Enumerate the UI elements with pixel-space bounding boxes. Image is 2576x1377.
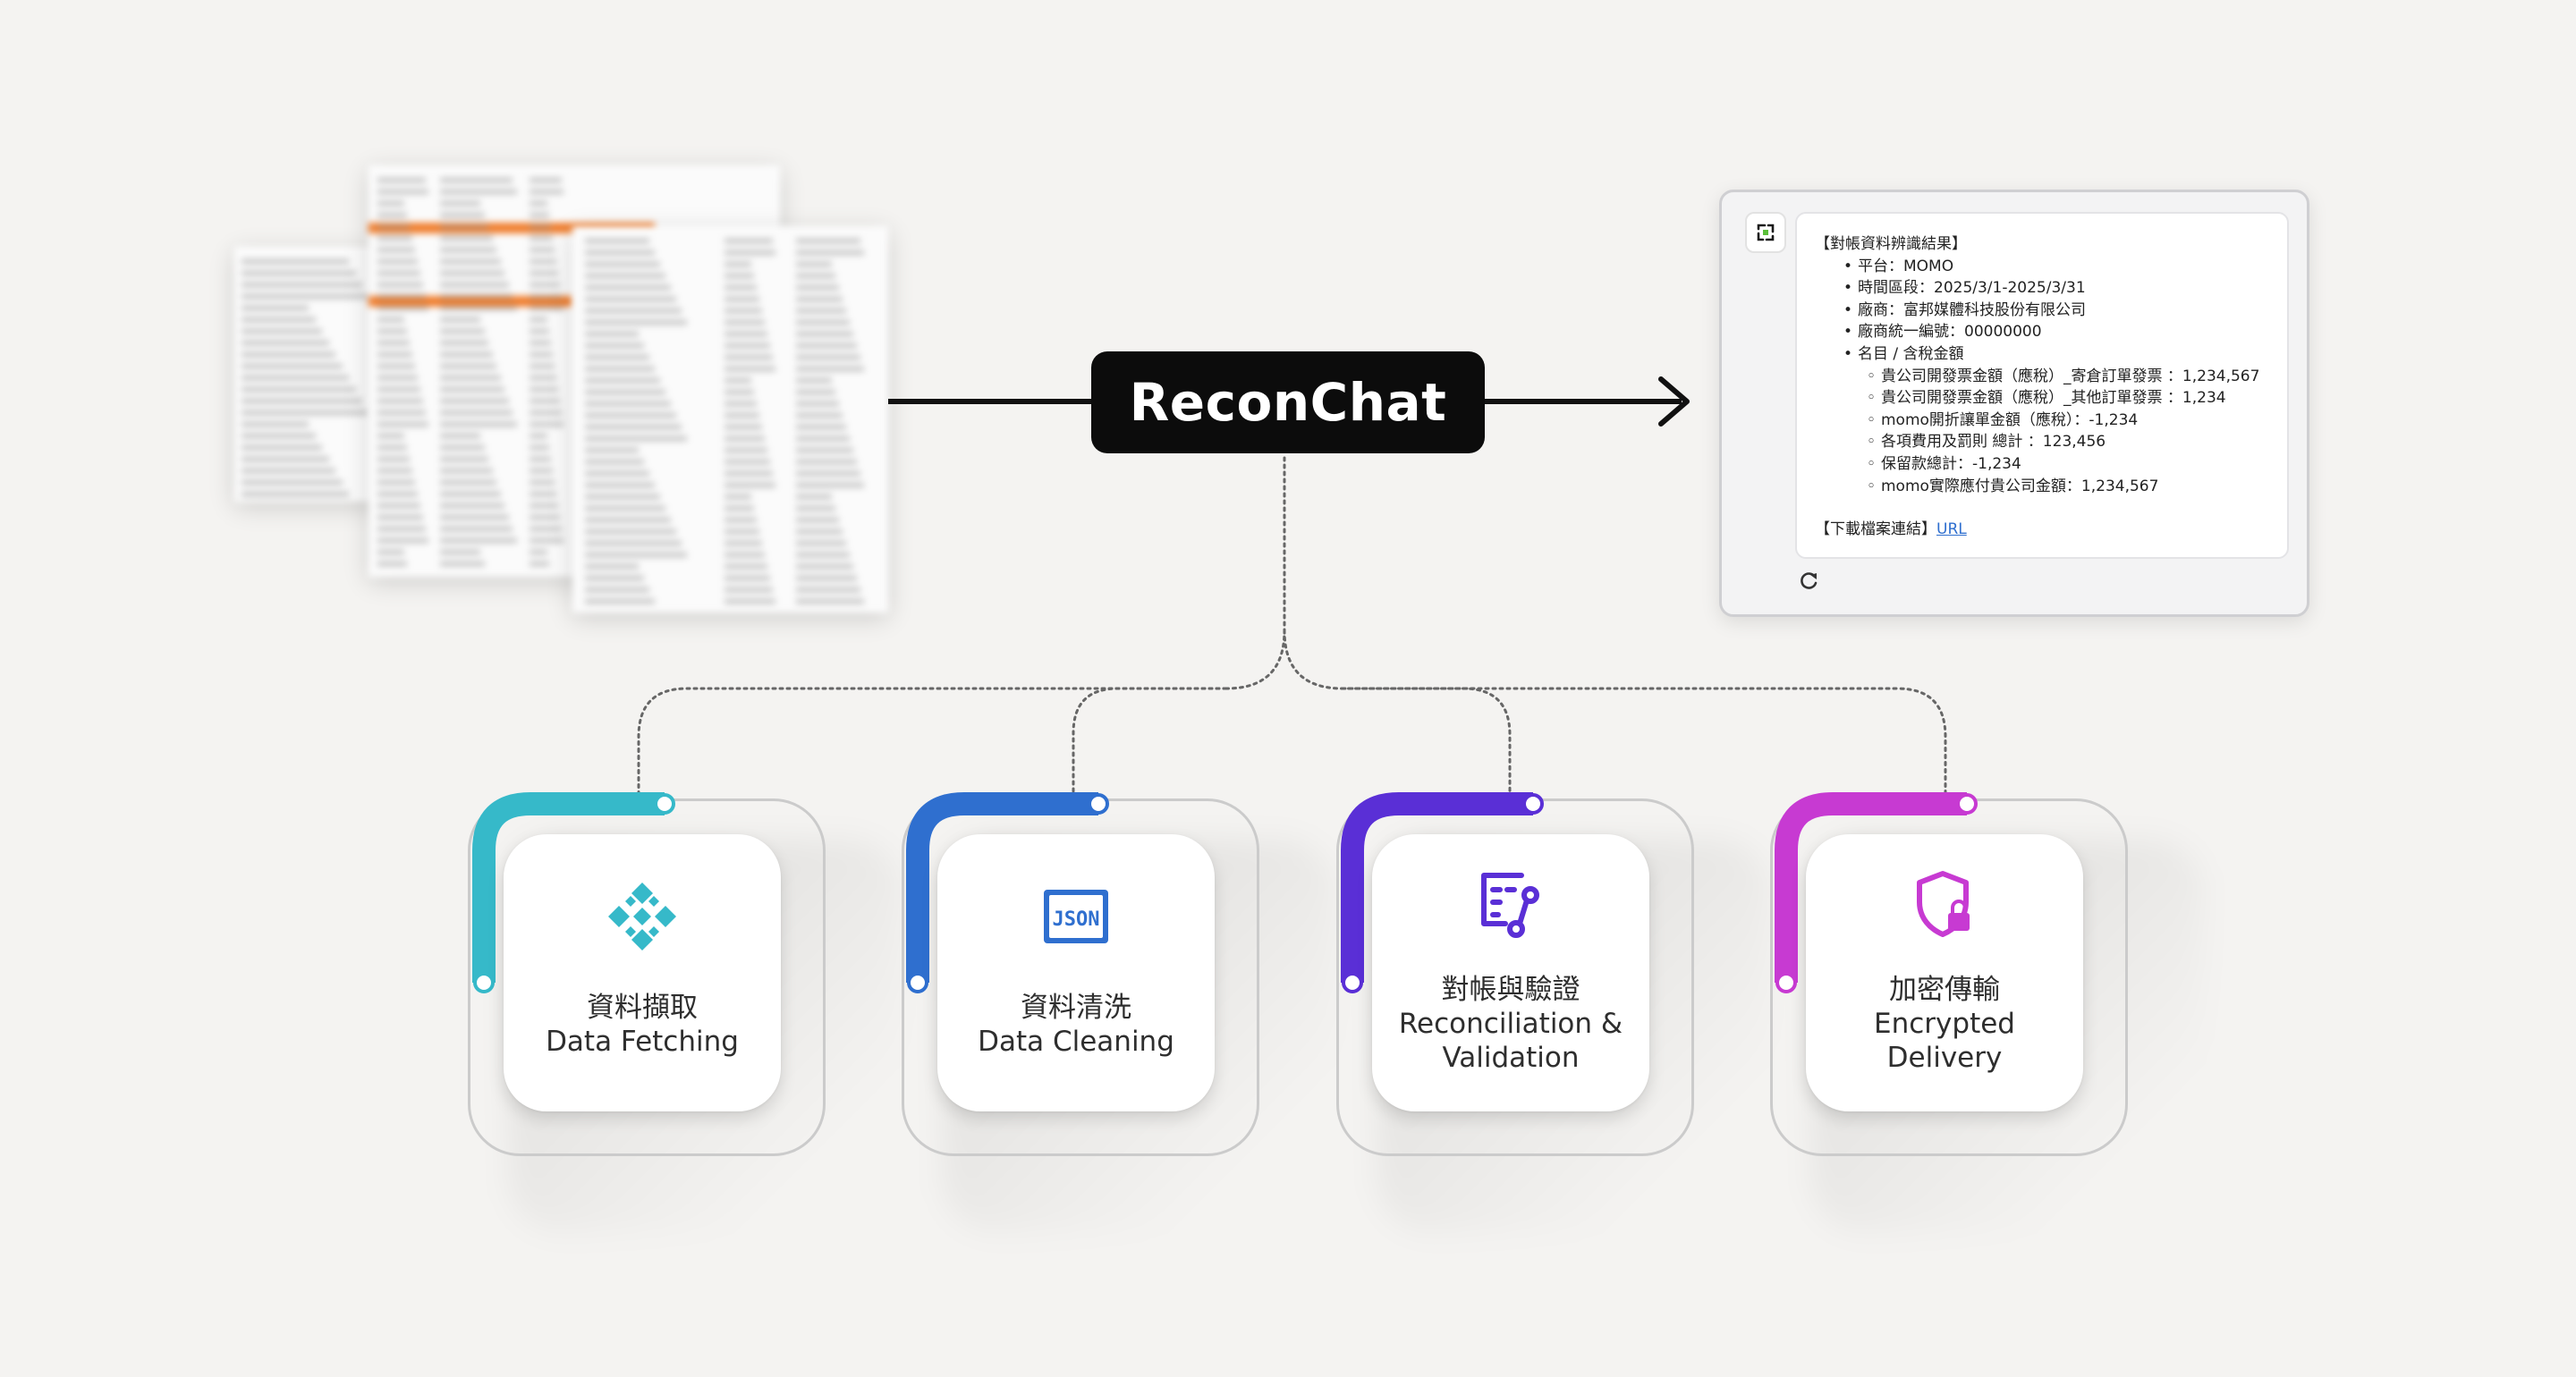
step-accent-arc [1341, 792, 1544, 993]
chat-line-text: 廠商統一編號：00000000 [1858, 323, 2042, 342]
step-label-zh: 加密傳輸 [1889, 974, 2000, 1006]
chat-line-text: 名目 / 含稅金額 [1858, 344, 1964, 363]
svg-text:JSON: JSON [1053, 908, 1100, 931]
chat-line: ◦貴公司開發票金額（應稅）_其他訂單發票 ：1,234 [1815, 387, 2269, 410]
chat-line-text: 貴公司開發票金額（應稅）_寄倉訂單發票 ：1,234,567 [1881, 367, 2260, 385]
chat-line: • 廠商統一編號：00000000 [1815, 321, 2269, 343]
step-label: 加密傳輸 Encrypted Delivery [1806, 973, 2083, 1075]
chat-line-text: 各項費用及罰則 總計 ：123,456 [1881, 433, 2106, 452]
download-url-link[interactable]: URL [1936, 520, 1967, 539]
step-card: 對帳與驗證 Reconciliation & Validation [1372, 834, 1649, 1111]
chat-line: ◦momo開折讓單金額（應稅）：-1,234 [1815, 410, 2269, 432]
step-card: JSON 資料清洗 Data Cleaning [937, 834, 1215, 1111]
chat-line: 【對帳資料辨識結果】 [1815, 233, 2269, 256]
bullet-marker: ◦ [1867, 367, 1877, 385]
chat-line-text: 廠商：富邦媒體科技股份有限公司 [1858, 300, 2086, 319]
reconchat-logo-icon [1745, 212, 1786, 253]
bullet-marker: ◦ [1867, 389, 1877, 408]
step-data-fetching: 資料擷取 Data Fetching [468, 792, 902, 1233]
chat-line-text: 【對帳資料辨識結果】 [1815, 235, 1967, 253]
step-accent-arc [1775, 792, 1978, 993]
step-label-en-line2: Delivery [1886, 1042, 2003, 1074]
chat-line-text: momo實際應付貴公司金額：1,234,567 [1881, 477, 2159, 495]
download-line: 【下載檔案連結】URL [1815, 519, 2269, 541]
step-card: 加密傳輸 Encrypted Delivery [1806, 834, 2083, 1111]
dotted-branch-enc [1341, 687, 1947, 803]
chat-line-text: momo開折讓單金額（應稅）：-1,234 [1881, 410, 2139, 429]
refresh-icon[interactable] [1797, 570, 1820, 593]
chat-message-bubble: 【對帳資料辨識結果】 • 平台：MOMO • 時間區段：2025/3/1-2025/3/… [1795, 212, 2289, 559]
step-label-en-line1: Encrypted [1874, 1008, 2015, 1040]
chat-line-text: 時間區段：2025/3/1-2025/3/31 [1858, 279, 2086, 298]
chat-line: ◦momo實際應付貴公司金額：1,234,567 [1815, 476, 2269, 498]
bullet-marker: ◦ [1867, 477, 1877, 495]
step-accent-arc [472, 792, 675, 993]
bullet-marker: • [1843, 257, 1853, 275]
chat-line: ◦各項費用及罰則 總計 ：123,456 [1815, 431, 2269, 453]
bullet-marker: • [1843, 323, 1853, 342]
step-label-en: Data Cleaning [978, 1026, 1174, 1058]
bullet-marker: ◦ [1867, 410, 1877, 429]
bullet-marker: • [1843, 279, 1853, 298]
step-label-en-line2: Validation [1442, 1042, 1580, 1074]
hub-title: ReconChat [1129, 372, 1447, 433]
reconchat-hub: ReconChat [1091, 351, 1485, 453]
output-arrow-head [1658, 376, 1690, 427]
chat-line: • 廠商：富邦媒體科技股份有限公司 [1815, 300, 2269, 322]
step-card: 資料擷取 Data Fetching [504, 834, 781, 1111]
diamond-grid-icon [608, 883, 676, 950]
chat-result-panel: 【對帳資料辨識結果】 • 平台：MOMO • 時間區段：2025/3/1-2025/3/… [1719, 190, 2309, 617]
chat-message-lines: 【對帳資料辨識結果】 • 平台：MOMO • 時間區段：2025/3/1-2025/3/… [1815, 233, 2269, 497]
dotted-branch-recon [1283, 629, 1512, 803]
step-accent-arc [906, 792, 1109, 993]
bullet-marker: • [1843, 344, 1853, 363]
step-label: 對帳與驗證 Reconciliation & Validation [1372, 973, 1649, 1075]
bullet-marker: ◦ [1867, 433, 1877, 452]
bullet-marker: • [1843, 300, 1853, 319]
step-label-en-line1: Reconciliation & [1398, 1008, 1623, 1040]
download-label: 【下載檔案連結】 [1815, 520, 1936, 539]
step-data-cleaning: JSON 資料清洗 Data Cleaning [902, 792, 1336, 1233]
dotted-branch-clean [1072, 687, 1228, 803]
step-label: 資料擷取 Data Fetching [504, 991, 781, 1059]
chat-line-text: 平台：MOMO [1858, 257, 1954, 275]
chat-line: ◦貴公司開發票金額（應稅）_寄倉訂單發票 ：1,234,567 [1815, 366, 2269, 388]
dotted-trunk [1224, 456, 1286, 690]
chat-line: • 時間區段：2025/3/1-2025/3/31 [1815, 277, 2269, 300]
source-document-statement [572, 226, 888, 612]
step-label-zh: 資料清洗 [1021, 992, 1131, 1024]
form-check-icon [1481, 873, 1539, 938]
bullet-marker: ◦ [1867, 454, 1877, 473]
step-encrypted-delivery: 加密傳輸 Encrypted Delivery [1770, 792, 2205, 1233]
step-reconciliation-validation: 對帳與驗證 Reconciliation & Validation [1336, 792, 1771, 1233]
dotted-branch-fetch [637, 687, 1228, 803]
chat-line-text: 保留款總計：-1,234 [1881, 454, 2021, 473]
step-label-en: Data Fetching [546, 1026, 739, 1058]
chat-line: • 平台：MOMO [1815, 256, 2269, 278]
chat-line: • 名目 / 含稅金額 [1815, 343, 2269, 366]
step-label-zh: 資料擷取 [587, 992, 698, 1024]
chat-line: ◦保留款總計：-1,234 [1815, 453, 2269, 476]
shield-lock-icon [1917, 871, 1970, 937]
step-label: 資料清洗 Data Cleaning [937, 991, 1215, 1059]
chat-line-text: 貴公司開發票金額（應稅）_其他訂單發票 ：1,234 [1881, 389, 2226, 408]
json-icon: JSON [1044, 890, 1108, 943]
step-label-zh: 對帳與驗證 [1441, 974, 1580, 1006]
